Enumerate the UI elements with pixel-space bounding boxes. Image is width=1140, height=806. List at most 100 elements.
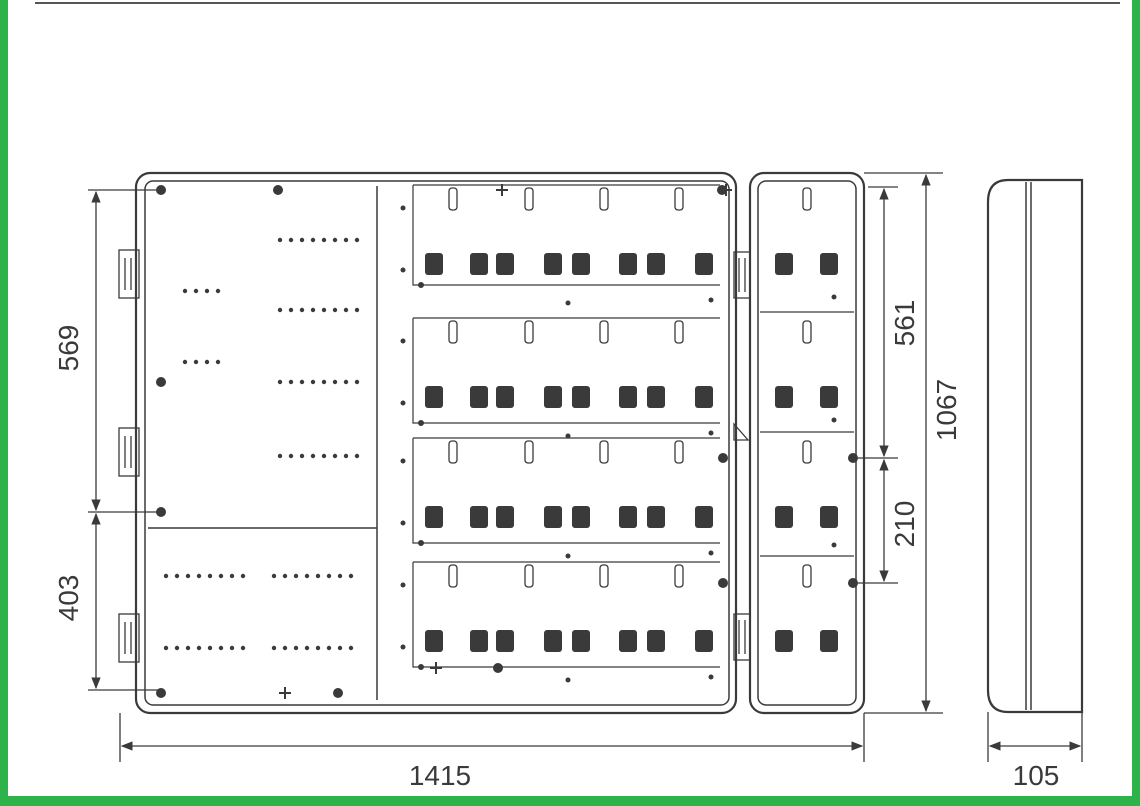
terminal-dot — [343, 307, 349, 313]
terminal-dot — [354, 379, 360, 385]
breaker-module — [695, 630, 713, 652]
breaker-module — [647, 253, 665, 275]
mount-dot — [400, 400, 406, 406]
mount-dot — [708, 297, 714, 303]
terminal-dot — [215, 359, 221, 365]
terminal-dot — [332, 237, 338, 243]
terminal-dot — [185, 573, 191, 579]
mount-dot — [400, 520, 406, 526]
mount-dot — [400, 267, 406, 273]
side-breaker-module — [820, 386, 838, 408]
meter-clip — [448, 320, 458, 344]
terminal-dot — [196, 645, 202, 651]
terminal-dot — [288, 453, 294, 459]
breaker-module — [695, 386, 713, 408]
terminal-dot — [288, 237, 294, 243]
breaker-module — [695, 506, 713, 528]
breaker-module — [425, 506, 443, 528]
breaker-module — [496, 630, 514, 652]
terminal-dot — [337, 645, 343, 651]
breaker-module — [470, 253, 488, 275]
hinge-group-left — [118, 249, 140, 663]
side-module — [748, 171, 866, 715]
terminal-dot — [304, 645, 310, 651]
drawing-frame: 1415 105 569 403 1067 561 210 — [8, 0, 1132, 796]
terminal-dot — [293, 645, 299, 651]
breaker-module — [647, 386, 665, 408]
terminal-dot — [182, 359, 188, 365]
meter-clip — [524, 320, 534, 344]
mount-dot — [400, 205, 406, 211]
terminal-dot — [343, 237, 349, 243]
terminal-dot — [315, 645, 321, 651]
breaker-module — [619, 386, 637, 408]
side-depth-view — [986, 178, 1084, 714]
terminal-dot — [229, 645, 235, 651]
mount-dot — [400, 644, 406, 650]
breaker-module — [496, 386, 514, 408]
terminal-dot — [174, 573, 180, 579]
terminal-dot — [310, 307, 316, 313]
terminal-dot — [337, 573, 343, 579]
terminal-dot — [277, 237, 283, 243]
meter-clip — [448, 440, 458, 464]
terminal-dot — [354, 453, 360, 459]
meter-clip — [448, 564, 458, 588]
side-breaker-module — [820, 506, 838, 528]
mount-dot — [565, 677, 571, 683]
side-meter-clip — [802, 440, 812, 464]
breaker-module — [544, 386, 562, 408]
meter-clip — [674, 320, 684, 344]
side-breaker-module — [775, 386, 793, 408]
terminal-dot — [332, 379, 338, 385]
breaker-module — [572, 506, 590, 528]
mount-dot — [418, 420, 424, 426]
side-meter-clip — [802, 320, 812, 344]
breaker-module — [572, 630, 590, 652]
breaker-module — [695, 253, 713, 275]
terminal-dot — [321, 453, 327, 459]
meter-clip — [524, 440, 534, 464]
meter-clip — [524, 564, 534, 588]
dim-label-side-module: 561 — [889, 300, 920, 347]
side-mount-dot — [831, 542, 837, 548]
terminal-dot — [271, 645, 277, 651]
terminal-dot — [185, 645, 191, 651]
terminal-dot — [218, 645, 224, 651]
meter-clip — [599, 187, 609, 211]
terminal-dot — [343, 379, 349, 385]
mount-dot — [400, 458, 406, 464]
terminal-dot — [321, 379, 327, 385]
screw — [156, 688, 166, 698]
terminal-dot — [315, 573, 321, 579]
terminal-dot — [204, 288, 210, 294]
terminal-dot — [321, 237, 327, 243]
terminal-dot — [348, 645, 354, 651]
terminal-dot — [277, 453, 283, 459]
meter-clip — [524, 187, 534, 211]
side-breaker-module — [775, 506, 793, 528]
terminal-dot — [207, 645, 213, 651]
screw — [156, 185, 166, 195]
screw — [718, 578, 728, 588]
breaker-module — [470, 386, 488, 408]
terminal-dot — [299, 237, 305, 243]
component-details — [156, 184, 858, 699]
din-rail-bracket — [412, 185, 720, 286]
dimension-lines — [88, 172, 1083, 762]
screw — [848, 578, 858, 588]
side-mount-dot — [831, 417, 837, 423]
terminal-dot — [299, 379, 305, 385]
mount-dot — [418, 664, 424, 670]
meter-clip — [674, 440, 684, 464]
terminal-dot — [299, 453, 305, 459]
mount-dot — [708, 430, 714, 436]
din-rail-bracket — [412, 562, 720, 668]
terminal-dot — [163, 573, 169, 579]
terminal-dot — [326, 573, 332, 579]
terminal-dot — [299, 307, 305, 313]
breaker-module — [619, 253, 637, 275]
terminal-dot — [332, 453, 338, 459]
terminal-dot — [193, 288, 199, 294]
dim-label-lower-height: 403 — [53, 575, 84, 622]
